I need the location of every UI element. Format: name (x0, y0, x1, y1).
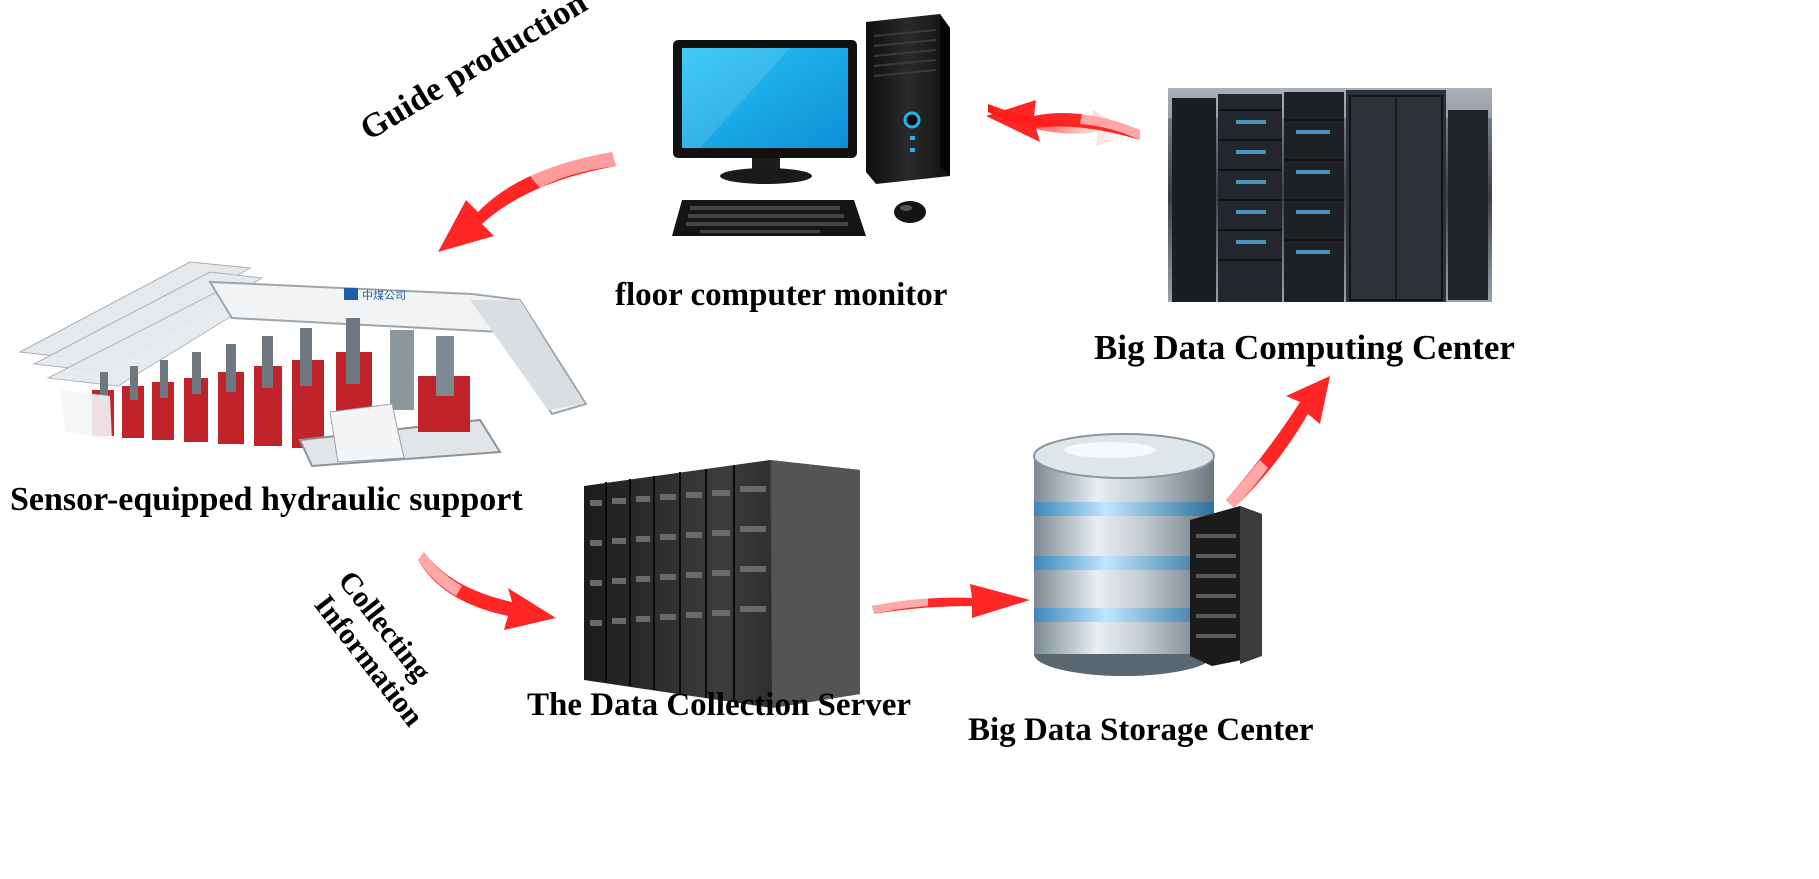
floor-computer-monitor-label: floor computer monitor (615, 277, 948, 313)
arrow-storage-to-computing (1226, 376, 1330, 508)
arrow-collection-to-storage (872, 584, 1030, 618)
database-cylinder-icon (1033, 433, 1215, 676)
big-data-storage-center-label: Big Data Storage Center (968, 712, 1314, 748)
hydraulic-support-icon: 中煤公司 (18, 261, 588, 468)
data-collection-server-label: The Data Collection Server (527, 687, 911, 723)
data-center-icon (1168, 88, 1492, 302)
arrow-collecting-information (418, 552, 556, 630)
arrow-computing-to-floor-head (986, 100, 1140, 142)
hydraulic-support-logo: 中煤公司 (362, 289, 406, 302)
arrow-guide-production (438, 152, 616, 252)
collection-server-rack-icon (584, 460, 860, 708)
hydraulic-support-label: Sensor-equipped hydraulic support (10, 481, 523, 518)
desktop-computer-icon (672, 14, 950, 236)
storage-server-tower-icon (1190, 506, 1262, 666)
big-data-computing-center-label: Big Data Computing Center (1094, 328, 1515, 367)
